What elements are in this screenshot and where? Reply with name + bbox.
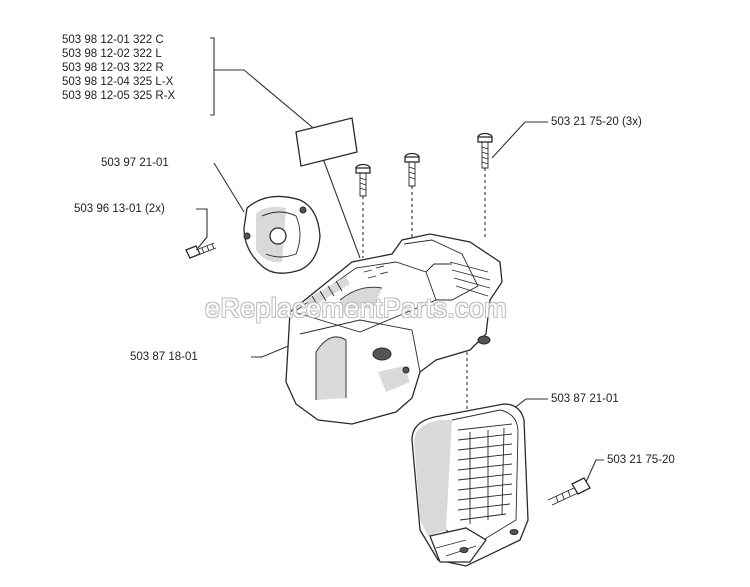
kit-leader-line [214, 69, 319, 133]
part-label-rear-screw: 503 21 75-20 [607, 454, 675, 466]
top-screw-3 [477, 132, 493, 169]
cylinder-cover-part [285, 233, 503, 425]
intake-cover-leader [213, 162, 245, 213]
rear-screw-leader [585, 459, 604, 483]
kit-label-5: 503 98 12-05 325 R-X [62, 90, 176, 102]
part-label-rear-cover: 503 87 21-01 [551, 393, 619, 405]
kit-bracket-line [210, 37, 215, 116]
part-label-screw-3x: 503 21 75-20 (3x) [551, 116, 642, 128]
part-label-intake-cover: 503 97 21-01 [101, 157, 169, 169]
top-screw-2 [404, 152, 420, 187]
intake-screw-leader [196, 208, 208, 249]
intake-cover-part [243, 195, 321, 274]
kit-label-4: 503 98 12-04 325 L-X [62, 76, 174, 88]
kit-label-list: 503 98 12-01 322 C 503 98 12-02 322 L 50… [62, 33, 175, 103]
kit-label-2: 503 98 12-02 322 L [62, 48, 162, 60]
top-screw-1 [355, 163, 371, 197]
part-label-cylinder-cover: 503 87 18-01 [130, 351, 198, 363]
kit-label-3: 503 98 12-03 322 R [62, 62, 164, 74]
watermark-text: eReplacementParts.com [205, 293, 507, 323]
leader-lines [196, 37, 604, 483]
label-sticker-leader [317, 144, 361, 259]
kit-label-1: 503 98 12-01 322 C [62, 34, 164, 46]
part-label-intake-screw: 503 96 13-01 (2x) [74, 203, 165, 215]
cylinder-cover-leader [251, 341, 299, 358]
decal-label-part [295, 117, 358, 167]
screw-3x-leader [491, 121, 548, 159]
rear-screw-part [547, 477, 591, 506]
intake-screw-part [185, 242, 217, 259]
rear-cover-part [411, 403, 529, 567]
